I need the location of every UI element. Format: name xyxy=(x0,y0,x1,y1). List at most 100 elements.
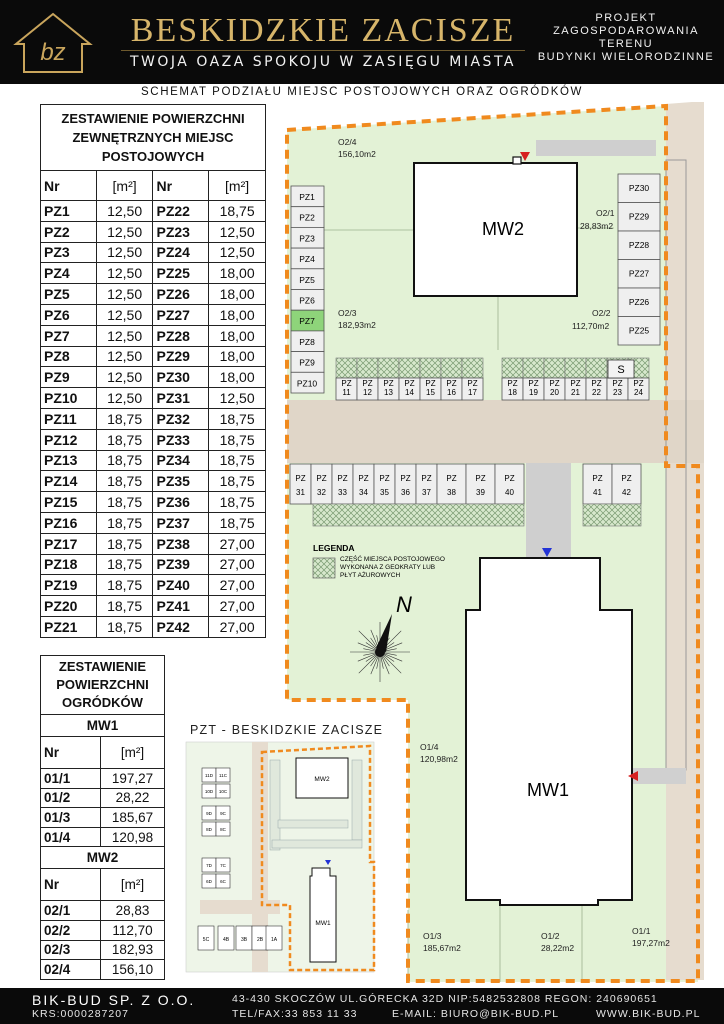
garden-name: O1/2 xyxy=(541,931,560,941)
spot-number: PZ27 xyxy=(152,303,210,326)
parking-spot-number: 17 xyxy=(468,388,477,397)
parking-spot xyxy=(290,330,325,352)
spot-number: PZ13 xyxy=(40,449,97,472)
mini-house-label: 6C xyxy=(220,879,227,884)
parking-spot-number: 11 xyxy=(342,388,351,397)
parking-spot xyxy=(290,268,325,290)
mini-house-label: 10D xyxy=(205,789,214,794)
spot-number: PZ11 xyxy=(40,407,97,430)
mini-plot-border xyxy=(260,744,376,972)
garden-number: 01/4 xyxy=(40,826,101,848)
spot-number: PZ16 xyxy=(40,511,97,534)
garden-area: 28,83m2 xyxy=(580,221,613,231)
legend-title: LEGENDA xyxy=(313,543,355,553)
spot-number: PZ30 xyxy=(152,366,210,389)
header-bar: bz BESKIDZKIE ZACISZE TWOJA OAZA SPOKOJU… xyxy=(0,0,724,84)
spot-area: 18,00 xyxy=(208,366,266,389)
geogrid-strip xyxy=(627,357,650,379)
spot-number: PZ38 xyxy=(152,532,210,555)
garden-area: 120,98m2 xyxy=(420,754,458,764)
garden-area: 156,10m2 xyxy=(338,149,376,159)
section-row: MW2 xyxy=(40,846,165,870)
mini-house-label: 8D xyxy=(206,827,213,832)
parking-spot-number: 12 xyxy=(363,388,372,397)
project-line: PROJEKT xyxy=(595,12,657,24)
col-nr-header: Nr xyxy=(40,868,101,902)
parking-spot xyxy=(290,309,325,332)
spot-number: PZ35 xyxy=(152,470,210,493)
parking-spot xyxy=(419,377,442,401)
mini-house-label: 4B xyxy=(223,937,230,943)
spot-number: PZ36 xyxy=(152,491,210,513)
spot-number: PZ6 xyxy=(40,303,97,326)
mini-building-mw1 xyxy=(309,867,337,963)
garden-area: 120,98 xyxy=(100,826,165,848)
spot-number: PZ40 xyxy=(152,574,210,597)
mini-house xyxy=(265,925,283,951)
mini-road xyxy=(200,900,280,914)
parking-spot-number: 16 xyxy=(447,388,456,397)
spot-number: PZ34 xyxy=(152,449,210,472)
logo-house-icon: bz xyxy=(13,12,93,73)
parking-spot xyxy=(310,463,333,505)
spot-area: 12,50 xyxy=(95,324,154,347)
project-line: BUDYNKI WIELORODZINNE xyxy=(537,51,715,63)
project-line: ZAGOSPODAROWANIA xyxy=(553,25,699,37)
parking-spot-prefix: PZ xyxy=(446,379,456,388)
parking-spot-prefix: PZ xyxy=(341,379,351,388)
mini-house xyxy=(217,925,235,951)
spot-area: 12,50 xyxy=(208,241,266,264)
section-row: MW1 xyxy=(40,714,165,737)
garden-table-title: ZESTAWIENIE POWIERZCHNI OGRÓDKÓW xyxy=(40,655,165,715)
building-mw2 xyxy=(413,162,578,297)
footer-email-link[interactable]: E-MAIL: BIURO@BIK-BUD.PL xyxy=(392,1008,560,1020)
mini-plan-title: PZT - BESKIDZKIE ZACISZE xyxy=(190,723,384,737)
spot-number: PZ14 xyxy=(40,470,97,493)
garden-name: O2/2 xyxy=(592,308,611,318)
spot-number: PZ1 xyxy=(40,200,97,222)
col-nr-header: Nr xyxy=(152,170,210,201)
parking-spot xyxy=(352,463,375,505)
section-name: MW2 xyxy=(40,846,165,870)
brand-subtitle: TWOJA OAZA SPOKOJU W ZASIĘGU MIASTA xyxy=(130,54,516,70)
parking-spot xyxy=(290,206,325,228)
parking-spot xyxy=(415,463,438,505)
parking-spot-prefix: PZ xyxy=(475,474,485,483)
parking-spot-prefix: PZ xyxy=(612,379,622,388)
parking-spot xyxy=(617,287,661,317)
section-name: MW1 xyxy=(40,714,165,737)
parking-spot-prefix: PZ xyxy=(337,474,347,483)
parking-spot-number: 22 xyxy=(592,388,601,397)
spot-number: PZ17 xyxy=(40,532,97,555)
east-road xyxy=(666,102,704,980)
parking-spot-label: PZ10 xyxy=(297,378,318,388)
spot-area: 18,75 xyxy=(95,428,154,451)
parking-spot-number: 34 xyxy=(359,488,368,497)
parking-spot xyxy=(290,247,325,270)
parking-spot-number: 13 xyxy=(384,388,393,397)
spot-area: 18,75 xyxy=(95,615,154,638)
parking-spot xyxy=(394,463,417,505)
geogrid-strip xyxy=(606,357,629,379)
garden-area: 182,93m2 xyxy=(338,320,376,330)
mini-house-label: 9C xyxy=(220,811,227,816)
mini-house xyxy=(215,873,231,889)
parking-spot-number: 15 xyxy=(426,388,435,397)
mini-house-label: 6D xyxy=(206,879,213,884)
footer-website-link[interactable]: WWW.BIK-BUD.PL xyxy=(596,1008,701,1020)
garden-labels: O2/4 156,10m2 O2/1 28,83m2 O2/3 182,93m2… xyxy=(338,137,670,953)
geogrid-strip xyxy=(377,357,400,379)
mini-house xyxy=(251,925,269,951)
access-drive-mw2 xyxy=(536,140,656,156)
mini-house-label: 3B xyxy=(241,937,248,943)
garden-area xyxy=(287,106,698,982)
parking-spot-label: PZ1 xyxy=(299,192,315,202)
